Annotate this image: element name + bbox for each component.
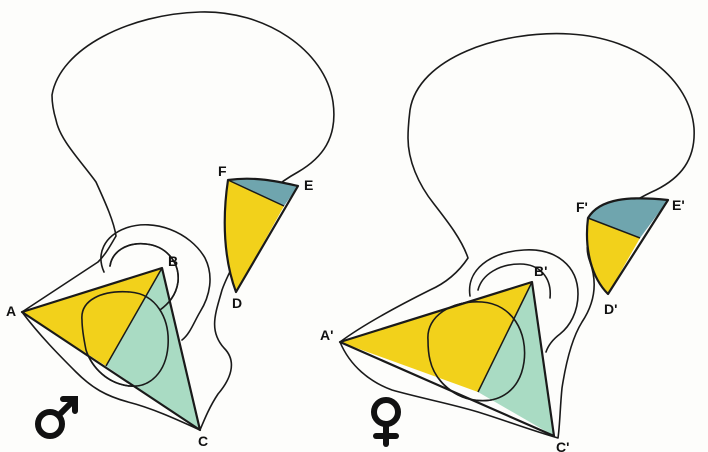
male-sciatic-triangle-fed: [225, 179, 298, 292]
male-label-b: B: [168, 253, 178, 269]
male-label-c: C: [198, 433, 208, 449]
male-label-f: F: [218, 163, 227, 179]
female-label-f: F': [576, 199, 588, 215]
male-label-d: D: [232, 295, 242, 311]
female-sciatic-triangle-fed: [587, 198, 668, 294]
male-symbol-icon: [38, 399, 75, 436]
female-label-d: D': [604, 301, 617, 317]
male-label-a: A: [6, 303, 16, 319]
female-label-c: C': [556, 439, 569, 452]
female-label-b: B': [534, 263, 547, 279]
female-symbol-icon: [374, 400, 398, 444]
male-label-e: E: [304, 177, 313, 193]
male-hip-bone: A B C D E F: [6, 12, 334, 449]
female-label-a: A': [320, 327, 333, 343]
female-label-e: E': [672, 197, 685, 213]
female-hip-bone: A' B' C' D' E' F': [320, 34, 694, 452]
